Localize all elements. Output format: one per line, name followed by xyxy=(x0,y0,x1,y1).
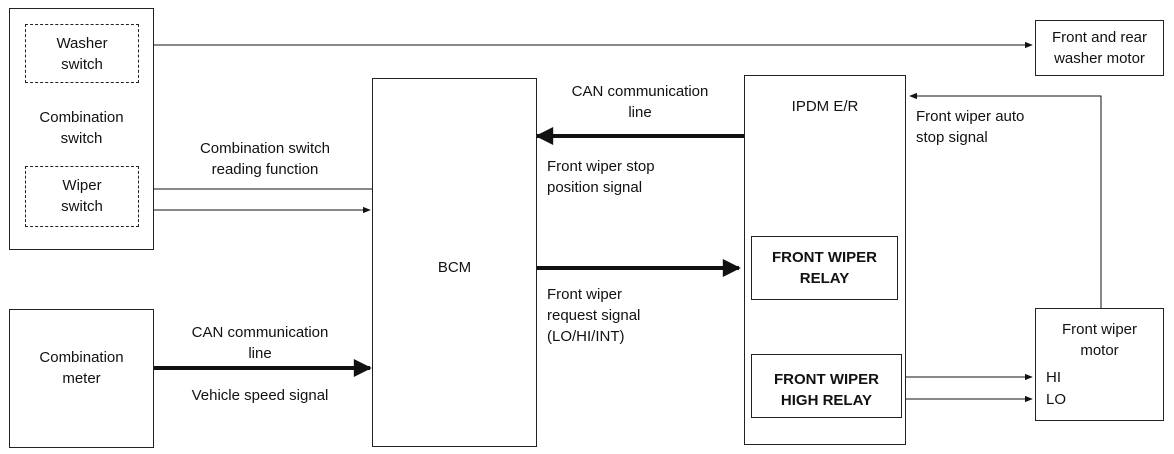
motor-lo-terminal-label: LO xyxy=(1046,391,1067,408)
motor-hi-terminal-label: HI xyxy=(1046,369,1061,386)
bcm-label: BCM xyxy=(437,259,472,276)
combination-meter-block xyxy=(9,309,154,448)
front-wiper-relay-label: FRONT WIPER RELAY xyxy=(772,249,877,287)
wiper-switch-label: Wiper switch xyxy=(61,177,103,215)
switch-reading-function-label: Combination switch reading function xyxy=(199,140,331,178)
combination-switch-label: Combination switch xyxy=(39,109,124,147)
washer-motor-block xyxy=(1035,20,1164,76)
wiper-motor-block xyxy=(1035,308,1164,421)
motor-to-ipdm-auto-stop-line xyxy=(909,92,1102,308)
vehicle-speed-signal-label: Vehicle speed signal xyxy=(191,387,329,404)
ipdm-label: IPDM E/R xyxy=(791,98,859,115)
can-line-label-top: CAN communication line xyxy=(571,83,709,121)
combination-meter-label: Combination meter xyxy=(39,349,124,387)
front-wiper-high-relay-block xyxy=(751,354,902,418)
bcm-block xyxy=(372,78,537,447)
wiper-switch-block xyxy=(25,166,139,227)
washer-motor-label: Front and rear washer motor xyxy=(1051,29,1148,67)
can-line-label-bottom: CAN communication line xyxy=(191,324,329,362)
washer-switch-label: Washer switch xyxy=(56,35,108,73)
front-wiper-high-relay-label: FRONT WIPER HIGH RELAY xyxy=(774,371,879,409)
front-wiper-relay-block xyxy=(751,236,898,300)
washer-switch-block xyxy=(25,24,139,83)
stop-position-signal-label: Front wiper stop position signal xyxy=(547,158,655,196)
auto-stop-signal-label: Front wiper auto stop signal xyxy=(916,108,1025,146)
wiper-motor-label: Front wiper motor xyxy=(1061,321,1138,359)
request-signal-label: Front wiper request signal (LO/HI/INT) xyxy=(547,286,641,345)
